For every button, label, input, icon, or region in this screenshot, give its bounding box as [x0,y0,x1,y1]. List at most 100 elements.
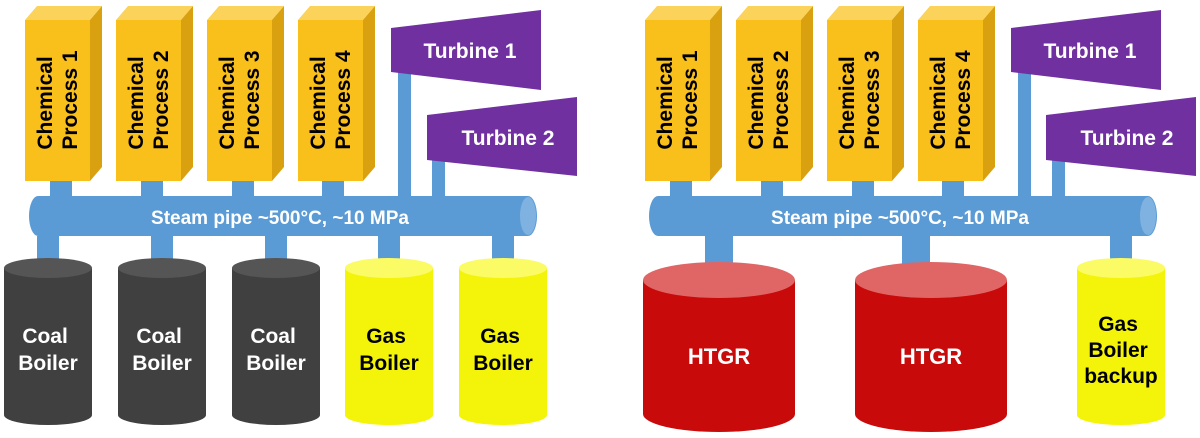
left-boiler-3-body [232,268,320,425]
right-boiler-3-body [1077,268,1165,425]
left-boiler-3-top [232,258,320,278]
left-boiler-1-label: Coal Boiler [18,325,78,375]
right-boiler-3: Gas Boiler backup [1077,258,1165,425]
right-turbine-2: Turbine 2 [1046,97,1196,176]
right-process-4-front [918,20,983,181]
right-boiler-2-top [855,262,1007,298]
right-process-4: Chemical Process 4 [918,6,995,181]
left-process-4-label: Chemical Process 4 [307,50,355,150]
right-process-2-front [736,20,801,181]
left-boiler-3: Coal Boiler [232,258,320,425]
left-process-3: Chemical Process 3 [207,6,284,181]
left-boiler-5-body [459,268,547,425]
left-turbine-1-pipe [398,66,411,208]
left-boiler-4-body [345,268,433,425]
right-process-2-top [736,6,813,20]
left-boiler-2: Coal Boiler [118,258,206,425]
right-boiler-3-label: Gas Boiler backup [1084,313,1158,388]
left-steam-pipe: Steam pipe ~500°C, ~10 MPa [29,196,537,236]
right-process-2: Chemical Process 2 [736,6,813,181]
right-boiler-2-label: HTGR [900,344,962,369]
left-process-1-top [25,6,102,20]
left-boiler-4-top [345,258,433,278]
right-process-3-label: Chemical Process 3 [836,50,884,149]
left-turbine-1-label: Turbine 1 [424,40,517,63]
left-boiler-1: Coal Boiler [4,258,92,425]
right-turbine-pipes [1018,66,1065,208]
left-process-1-front [25,20,90,181]
left-boiler-2-body [118,268,206,425]
left-process-3-label: Chemical Process 3 [216,50,264,149]
right-turbine-1-shape [1011,10,1161,90]
left-pipe-body [29,196,537,236]
right-process-2-side [801,6,813,181]
left-boiler-1-top [4,258,92,278]
left-process-2-top [116,6,193,20]
right-pipe-end-cap [1140,197,1156,235]
right-process-1: Chemical Process 1 [645,6,722,181]
right-boiler-2: HTGR [855,262,1007,432]
left-process-1: Chemical Process 1 [25,6,102,181]
left-boiler-4-label: Gas Boiler [359,325,419,375]
right-process-2-label: Chemical Process 2 [745,50,793,149]
left-boiler-2-label: Coal Boiler [132,325,192,375]
left-process-2-label: Chemical Process 2 [125,50,173,149]
left-turbine-2-pipe [432,158,445,208]
left-turbine-2: Turbine 2 [427,97,577,176]
right-turbine-1-label: Turbine 1 [1044,40,1137,63]
right-turbine-2-shape [1046,97,1196,176]
left-process-2-front [116,20,181,181]
right-process-3-side [892,6,904,181]
left-boiler-4: Gas Boiler [345,258,433,425]
left-process-3-front [207,20,272,181]
left-process-3-top [207,6,284,20]
right-turbine-2-pipe [1052,158,1065,208]
right-process-1-label: Chemical Process 1 [654,50,702,150]
left-process-2: Chemical Process 2 [116,6,193,181]
left-process-1-side [90,6,102,181]
right-steam-pipe: Steam pipe ~500°C, ~10 MPa [649,196,1157,236]
right-diagram: Steam pipe ~500°C, ~10 MPa Chemical Proc… [643,6,1196,432]
left-process-3-side [272,6,284,181]
left-process-4-top [298,6,375,20]
left-pipe-end-cap [520,197,536,235]
left-process-2-side [181,6,193,181]
left-turbine-2-label: Turbine 2 [462,127,555,150]
right-turbine-1-pipe [1018,66,1031,208]
right-process-4-side [983,6,995,181]
right-process-3: Chemical Process 3 [827,6,904,181]
right-process-1-front [645,20,710,181]
right-boiler-2-body [855,280,1007,432]
left-turbine-pipes [398,66,445,208]
left-diagram: Steam pipe ~500°C, ~10 MPa Chemical Proc… [4,6,577,425]
left-turbine-1-shape [391,10,541,90]
right-process-4-label: Chemical Process 4 [927,50,975,150]
left-turbine-2-shape [427,97,577,176]
right-boiler-1: HTGR [643,262,795,432]
right-process-4-top [918,6,995,20]
right-process-1-side [710,6,722,181]
left-turbine-1: Turbine 1 [391,10,541,90]
right-process-3-front [827,20,892,181]
right-process-3-top [827,6,904,20]
right-process-1-top [645,6,722,20]
right-boiler-1-label: HTGR [688,344,750,369]
right-boiler-3-top [1077,258,1165,278]
left-pipe-label: Steam pipe ~500°C, ~10 MPa [151,208,409,229]
right-turbine-2-label: Turbine 2 [1081,127,1174,150]
left-boiler-1-body [4,268,92,425]
left-process-1-label: Chemical Process 1 [34,50,82,150]
left-boiler-3-label: Coal Boiler [246,325,306,375]
left-process-4: Chemical Process 4 [298,6,375,181]
left-boiler-5-top [459,258,547,278]
right-boiler-1-top [643,262,795,298]
left-boiler-5-label: Gas Boiler [473,325,533,375]
right-turbine-1: Turbine 1 [1011,10,1161,90]
left-boiler-2-top [118,258,206,278]
right-pipe-label: Steam pipe ~500°C, ~10 MPa [771,208,1029,229]
right-boiler-1-body [643,280,795,432]
right-pipe-body [649,196,1157,236]
left-process-4-front [298,20,363,181]
left-process-4-side [363,6,375,181]
